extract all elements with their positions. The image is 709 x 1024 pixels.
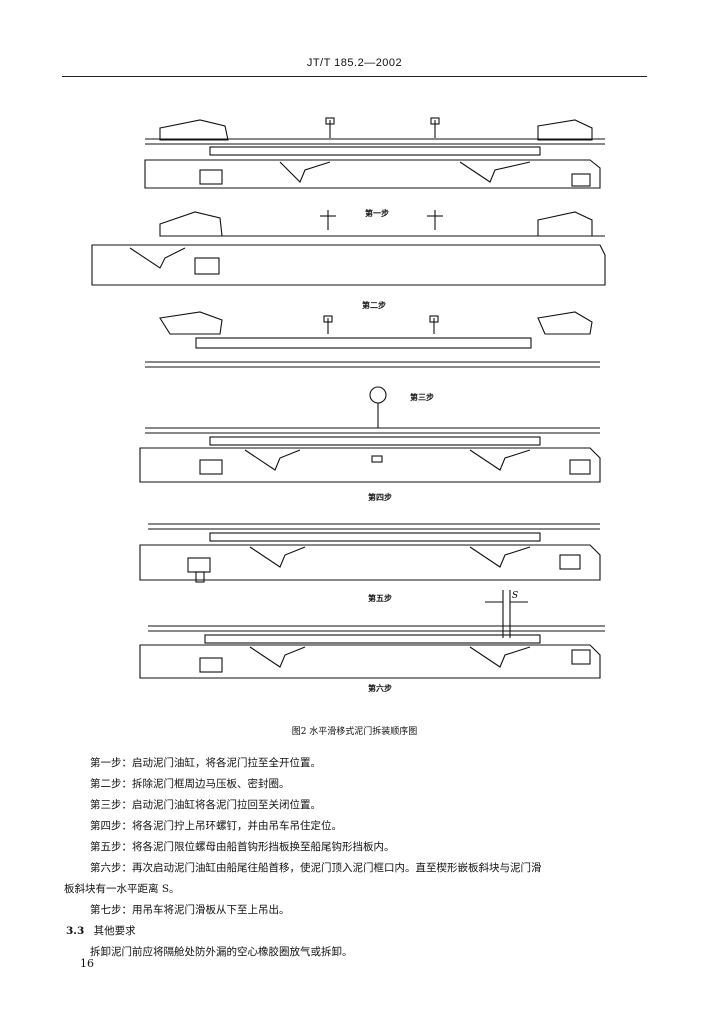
disassembly-sequence-figure: S xyxy=(91,117,606,679)
step-text-3: 第三步：启动泥门油缸将各泥门拉回至关闭位置。 xyxy=(90,799,321,811)
section-number: 3.3 xyxy=(66,925,85,937)
page-header: JT/T 185.2—2002 xyxy=(306,57,403,69)
step-text-6: 第六步：再次启动泥门油缸由船尾往船首移，使泥门顶入泥门框口内。直至楔形嵌板斜块与… xyxy=(90,862,542,874)
page-number: 16 xyxy=(80,957,94,970)
step-text-4: 第四步：将各泥门拧上吊环螺钉，并由吊车吊住定位。 xyxy=(90,820,342,832)
section-heading: 3.3 其他要求 xyxy=(66,923,136,938)
step5-drawing xyxy=(139,523,601,583)
section-paragraph: 拆卸泥门前应将隔舱处防外漏的空心橡胶圈放气或拆卸。 xyxy=(90,946,353,958)
step-text-6-cont: 板斜块有一水平距离 S。 xyxy=(64,883,180,895)
step-label-4: 第四步 xyxy=(368,492,392,502)
step-text-1: 第一步：启动泥门油缸，将各泥门拉至全开位置。 xyxy=(90,757,321,769)
step1-drawing xyxy=(144,117,605,189)
dimension-s-label: S xyxy=(512,591,518,601)
step2-drawing xyxy=(91,210,606,286)
step-label-1: 第一步 xyxy=(365,208,389,218)
step-text-7: 第七步：用吊车将泥门滑板从下至上吊出。 xyxy=(90,904,290,916)
header-rule xyxy=(62,76,647,77)
step-label-6: 第六步 xyxy=(368,683,392,693)
step3-drawing xyxy=(145,311,600,368)
step4-drawing xyxy=(139,386,601,483)
step-text-5: 第五步：将各泥门限位螺母由船首钩形挡板换至船尾钩形挡板内。 xyxy=(90,841,395,853)
step-text-2: 第二步：拆除泥门框周边马压板、密封圈。 xyxy=(90,778,290,790)
step-label-2: 第二步 xyxy=(362,300,386,310)
figure-caption: 图2 水平滑移式泥门拆装顺序图 xyxy=(291,727,418,737)
step-label-3: 第三步 xyxy=(410,392,434,402)
step6-drawing xyxy=(139,590,605,679)
section-title: 其他要求 xyxy=(93,925,136,937)
step-label-5: 第五步 xyxy=(368,593,392,603)
